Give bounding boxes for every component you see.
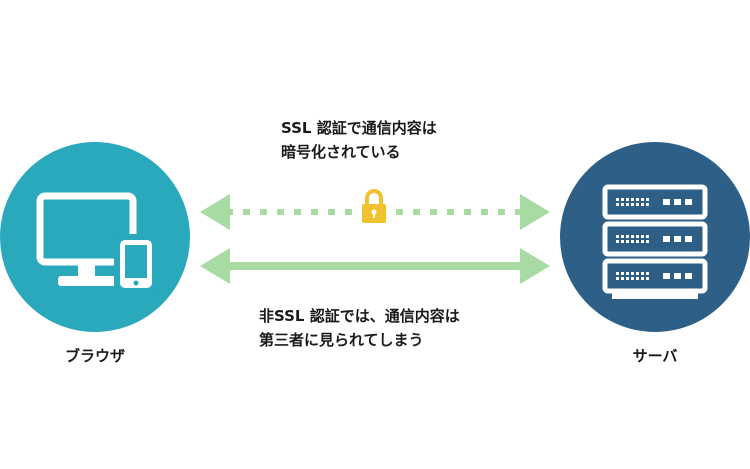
- phone-button: [133, 280, 139, 286]
- server-indicators: [616, 198, 692, 280]
- server-vent-dot: [636, 277, 639, 280]
- server-vent-dot: [621, 240, 624, 243]
- server-vent-dot: [616, 277, 619, 280]
- server-vent-dot: [646, 203, 649, 206]
- server-vent-dot: [646, 240, 649, 243]
- server-indicator-light: [663, 236, 670, 242]
- server-vent-dot: [616, 272, 619, 275]
- phone-screen: [125, 245, 147, 278]
- server-vent-dot: [626, 277, 629, 280]
- server-vent-dot: [621, 277, 624, 280]
- server-vent-dot: [641, 240, 644, 243]
- non-ssl-caption: 非SSL 認証では、通信内容は 第三者に見られてしまう: [259, 304, 460, 352]
- server-vent-dot: [621, 198, 624, 201]
- server-vent-dot: [631, 235, 634, 238]
- server-vent-dot: [626, 235, 629, 238]
- server-unit-1: [602, 184, 708, 220]
- server-vent-dot: [646, 198, 649, 201]
- server-vent-dot: [626, 240, 629, 243]
- non-ssl-caption-line2: 第三者に見られてしまう: [259, 331, 424, 349]
- server-vent-dot: [621, 235, 624, 238]
- monitor-stand: [58, 276, 116, 286]
- server-unit-2: [602, 221, 708, 257]
- browser-label: ブラウザ: [64, 347, 125, 365]
- browser-node: [0, 142, 190, 332]
- non-ssl-caption-line1: 非SSL 認証では、通信内容は: [259, 307, 460, 325]
- monitor-neck: [78, 262, 95, 278]
- server-vent-dot: [641, 272, 644, 275]
- lock-icon: [358, 186, 390, 226]
- server-rack-icon: [602, 184, 708, 299]
- non-ssl-arrow-head-left: [200, 248, 230, 284]
- server-vent-dot: [631, 272, 634, 275]
- non-ssl-arrow: [200, 248, 550, 284]
- server-vent-dot: [631, 198, 634, 201]
- server-vent-dot: [641, 277, 644, 280]
- server-indicator-light: [685, 236, 692, 242]
- server-vent-dot: [631, 203, 634, 206]
- browser-circle: [0, 142, 190, 332]
- lock-shackle: [365, 189, 383, 206]
- server-indicator-light: [674, 199, 681, 205]
- server-indicator-light: [685, 199, 692, 205]
- ssl-caption-line2: 暗号化されている: [281, 143, 401, 161]
- server-vent-dot: [626, 272, 629, 275]
- server-vent-dot: [636, 240, 639, 243]
- server-vent-dot: [636, 272, 639, 275]
- server-indicator-light: [674, 273, 681, 279]
- server-vent-dot: [631, 240, 634, 243]
- server-vent-dot: [616, 198, 619, 201]
- server-vent-dot: [646, 277, 649, 280]
- ssl-arrow-head-right: [520, 194, 550, 230]
- server-vent-dot: [616, 235, 619, 238]
- server-vent-dot: [621, 203, 624, 206]
- server-vent-dot: [636, 235, 639, 238]
- server-indicator-light: [685, 273, 692, 279]
- desktop-and-phone-icon: [36, 192, 156, 292]
- server-vent-dot: [616, 203, 619, 206]
- server-vent-dot: [641, 203, 644, 206]
- ssl-arrow: [200, 194, 550, 230]
- ssl-caption: SSL 認証で通信内容は 暗号化されている: [281, 116, 437, 164]
- server-vent-dot: [621, 272, 624, 275]
- server-vent-dot: [626, 198, 629, 201]
- server-circle: [560, 142, 750, 332]
- server-vent-dot: [636, 198, 639, 201]
- server-vent-dot: [636, 203, 639, 206]
- server-vent-dot: [626, 203, 629, 206]
- server-indicator-light: [663, 199, 670, 205]
- server-vent-dot: [616, 240, 619, 243]
- server-vent-dot: [641, 235, 644, 238]
- server-vent-dot: [631, 277, 634, 280]
- server-indicator-light: [663, 273, 670, 279]
- server-indicator-light: [674, 236, 681, 242]
- server-node: [560, 142, 750, 332]
- non-ssl-arrow-head-right: [520, 248, 550, 284]
- server-vent-dot: [641, 198, 644, 201]
- server-vent-dot: [646, 235, 649, 238]
- ssl-caption-line1: SSL 認証で通信内容は: [281, 119, 437, 137]
- server-base: [612, 291, 698, 299]
- server-vent-dot: [646, 272, 649, 275]
- server-label: サーバ: [632, 347, 678, 365]
- ssl-arrow-head-left: [200, 194, 230, 230]
- lock-keyhole-slot: [373, 212, 375, 218]
